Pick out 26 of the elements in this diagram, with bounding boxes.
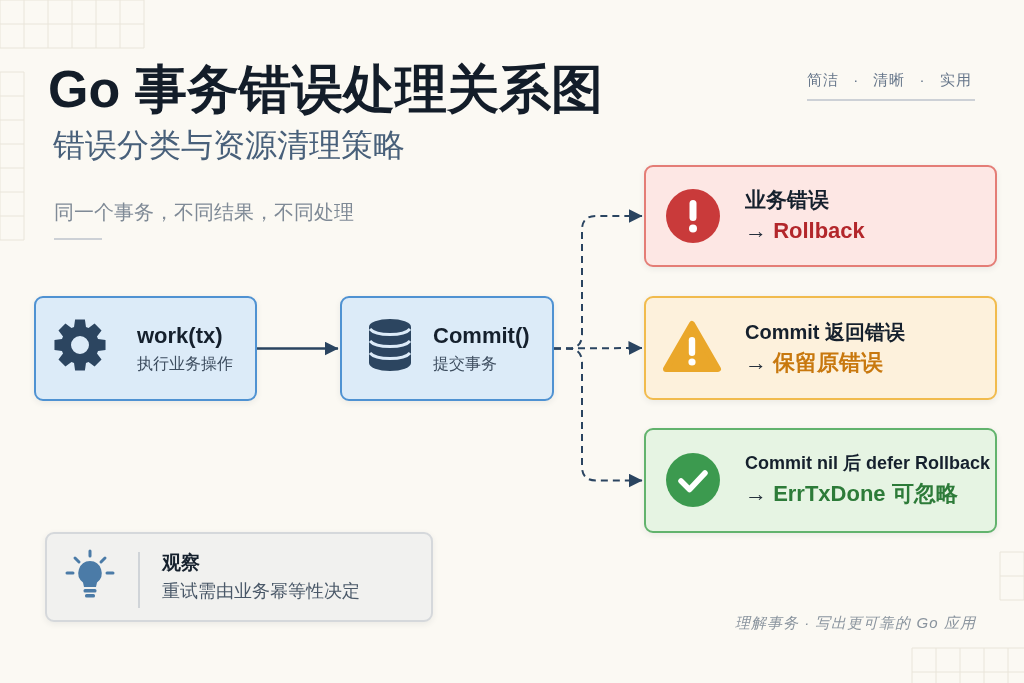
- tagline: 简洁 · 清晰 · 实用: [807, 71, 972, 90]
- node-title: 业务错误: [745, 187, 830, 213]
- node-subtitle: 重试需由业务幂等性决定: [162, 579, 360, 603]
- process-box: [34, 296, 257, 401]
- node-title: Commit nil 后 defer Rollback: [745, 453, 991, 476]
- node-subtitle: 执行业务操作: [137, 354, 233, 375]
- outcome-box: [644, 296, 997, 400]
- outcome-box: [644, 428, 997, 533]
- node-title: work(tx): [137, 322, 224, 350]
- node-subtitle: → 保留原错误: [745, 348, 885, 377]
- node-subtitle: → ErrTxDone 可忽略: [745, 480, 959, 508]
- note-box: [45, 532, 433, 622]
- node-title: Commit(): [433, 322, 530, 350]
- intro-text: 同一个事务，不同结果，不同处理: [54, 200, 354, 225]
- footer-note: 理解事务 · 写出更可靠的 Go 应用: [735, 614, 976, 633]
- node-subtitle: 提交事务: [433, 354, 498, 375]
- node-title: Commit 返回错误: [745, 319, 905, 344]
- diagram-title: Go 事务错误处理关系图: [48, 59, 603, 120]
- node-title: 观察: [162, 551, 201, 575]
- dashed-arrow: [553, 341, 643, 356]
- outcome-box: [644, 165, 997, 267]
- arrow: [257, 341, 339, 356]
- dashed-arrow: [553, 347, 643, 488]
- node-subtitle: → Rollback: [745, 217, 865, 245]
- process-box: [340, 296, 554, 401]
- subtitle: 错误分类与资源清理策略: [53, 126, 405, 165]
